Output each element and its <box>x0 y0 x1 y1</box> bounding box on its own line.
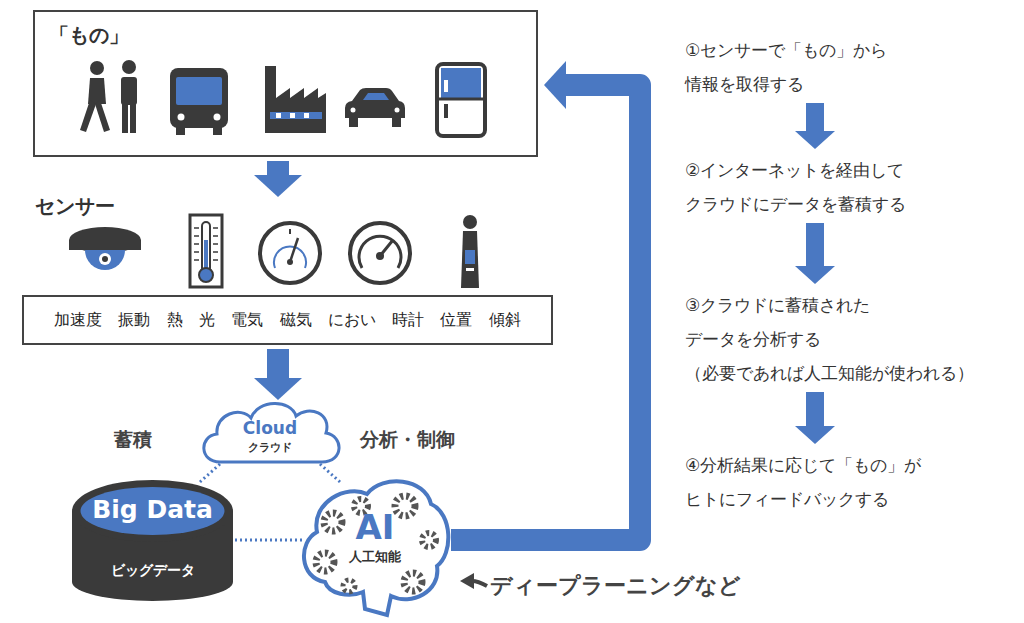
connector-line <box>806 103 824 131</box>
dotted-link <box>320 464 340 482</box>
arrowhead <box>795 266 835 284</box>
bigdata-subtitle: ビッグデータ <box>70 562 235 580</box>
sensor-type-box: 加速度 振動 熱 光 電気 磁気 におい 時計 位置 傾斜 <box>22 295 553 345</box>
arrowhead <box>254 175 302 197</box>
step-arrow <box>795 392 835 444</box>
step-text: ②インターネットを経由して クラウドにデータを蓄積する <box>685 153 990 221</box>
people-icon <box>80 60 137 133</box>
step-text-block: ②インターネットを経由して クラウドにデータを蓄積する <box>685 153 990 221</box>
step-arrow <box>795 223 835 284</box>
dotted-link <box>235 540 303 541</box>
cloud-title: Cloud <box>195 418 345 438</box>
leader-arrow <box>460 573 487 589</box>
arrowhead <box>544 61 566 109</box>
fridge-icon <box>437 64 485 136</box>
car-icon <box>345 88 405 127</box>
sensor-types: 加速度 振動 熱 光 電気 磁気 におい 時計 位置 傾斜 <box>54 309 521 331</box>
connector-line <box>806 392 824 426</box>
step-text-block: ①センサーで「もの」から 情報を取得する <box>685 33 990 101</box>
step-text: ③クラウドに蓄積された データを分析する （必要であれば人工知能が使われる） <box>685 288 990 390</box>
arrowhead <box>254 378 302 400</box>
connector-line <box>200 464 220 482</box>
sound-meter-icon <box>461 215 479 288</box>
bigdata-title: Big Data <box>70 495 235 525</box>
dotted-link <box>200 464 220 482</box>
sensor-heading: センサー <box>35 193 115 220</box>
edge-label: 分析・制御 <box>358 427 457 453</box>
connector-line <box>267 349 289 378</box>
block-arrow <box>254 349 302 400</box>
connector-line <box>267 161 289 175</box>
step-text: ④分析結果に応じて「もの」が ヒトにフィードバックする <box>685 448 990 516</box>
things-box: 「もの」 <box>33 10 538 157</box>
bigdata-cylinder: Big Data ビッグデータ <box>70 478 235 603</box>
step-text: ①センサーで「もの」から 情報を取得する <box>685 33 990 101</box>
edge-label: 蓄積 <box>112 427 154 453</box>
connector-line <box>806 223 824 266</box>
gauge-icon <box>260 223 320 283</box>
ai-title: AI <box>295 508 455 546</box>
arrowhead <box>795 131 835 149</box>
step-arrow <box>795 103 835 149</box>
connector-line <box>320 464 340 482</box>
connector-line <box>235 539 303 542</box>
note-label: ディープラーニングなど <box>490 571 741 601</box>
thermometer-icon <box>190 215 222 287</box>
factory-icon <box>265 66 326 133</box>
step-text-block: ④分析結果に応じて「もの」が ヒトにフィードバックする <box>685 448 990 516</box>
sensor-group: 加速度 振動 熱 光 電気 磁気 におい 時計 位置 傾斜 センサー <box>22 193 553 345</box>
cloud-subtitle: クラウド <box>195 440 345 455</box>
ai-subtitle: 人工知能 <box>345 548 405 566</box>
step-text-block: ③クラウドに蓄積された データを分析する （必要であれば人工知能が使われる） <box>685 288 990 390</box>
box-heading: 「もの」 <box>49 22 129 49</box>
meter-icon <box>350 223 410 283</box>
arrowhead <box>795 426 835 444</box>
block-arrow <box>254 161 302 197</box>
cloud-shape: Cloud クラウド <box>195 398 345 468</box>
ai-brain: AI 人工知能 <box>295 470 455 618</box>
bus-icon <box>170 68 228 135</box>
camera-icon <box>69 227 141 270</box>
